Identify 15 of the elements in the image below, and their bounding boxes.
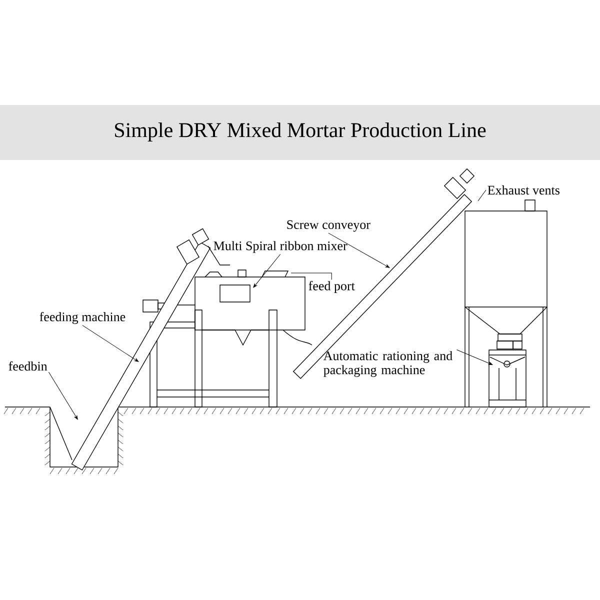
part-label: Exhaust vents — [488, 185, 560, 195]
part-label: feedbin — [8, 361, 48, 371]
part-label: Screw conveyor — [287, 220, 370, 232]
leader-line — [290, 272, 332, 280]
leader-line — [478, 190, 486, 202]
leader-line — [253, 254, 281, 288]
leader-line — [456, 350, 493, 365]
leader-line — [328, 232, 390, 268]
title-banner: Simple DRY Mixed Mortar Production Line — [0, 105, 600, 160]
part-label: Automatic rationing and packaging machine — [323, 351, 452, 377]
leader-line — [82, 325, 139, 362]
part-label: Multi Spiral ribbon mixer — [214, 241, 348, 253]
leader-line — [48, 372, 78, 420]
part-label: feeding machine — [40, 312, 126, 324]
part-label: feed port — [308, 281, 355, 293]
